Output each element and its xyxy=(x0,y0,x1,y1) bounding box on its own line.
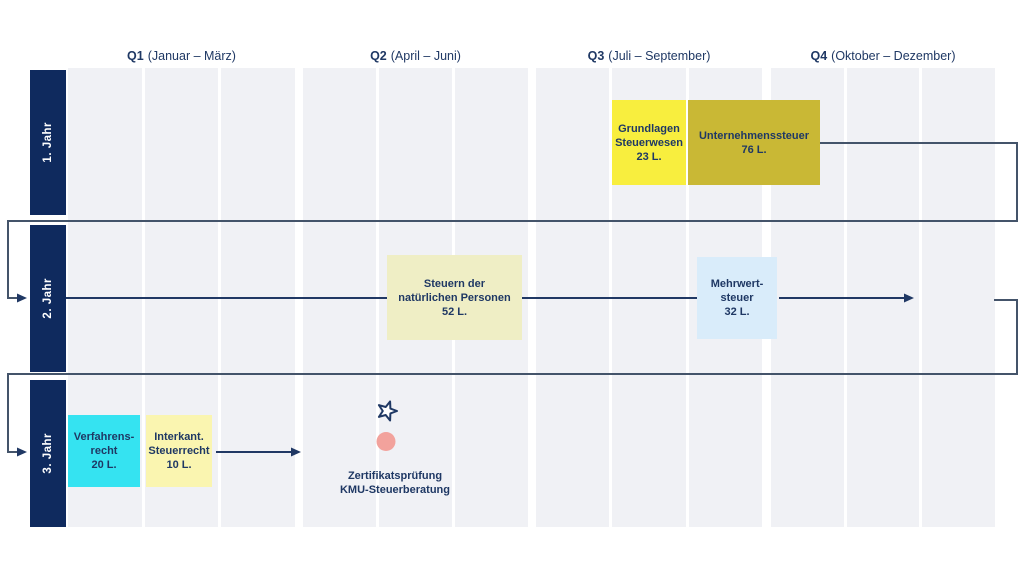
course-name: Steuern der natürlichen Personen xyxy=(398,277,511,304)
month-column xyxy=(846,68,920,527)
course-name: Unternehmenssteuer xyxy=(698,129,810,142)
month-column xyxy=(922,68,996,527)
quarter-q3: Q3 xyxy=(587,49,605,63)
year-bar-1: 1. Jahr xyxy=(30,70,66,215)
year-label-2: 2. Jahr xyxy=(42,278,54,319)
course-lessons: 20 L. xyxy=(91,459,117,471)
quarter-range-q3: (Juli – September) xyxy=(608,49,711,63)
month-column xyxy=(536,68,610,527)
year-bar-2: 2. Jahr xyxy=(30,225,66,372)
quarter-q2: Q2 xyxy=(370,49,387,63)
course-name: Interkant. Steuerrecht xyxy=(148,431,210,457)
quarter-label-q4: Q4(Oktober – Dezember) xyxy=(771,49,995,65)
quarter-range-q1: (Januar – März) xyxy=(147,49,236,63)
year-bar-3: 3. Jahr xyxy=(30,380,66,527)
course-name: Mehrwert- steuer xyxy=(710,278,764,304)
quarter-range-q2: (April – Juni) xyxy=(390,49,461,63)
course-verfahrensrecht: Verfahrens- recht 20 L. xyxy=(68,415,140,487)
milestone-caption: Zertifikatsprüfung KMU-Steuerberatung xyxy=(339,470,450,496)
quarter-q1: Q1 xyxy=(127,49,144,63)
course-unternehmenssteuer: Unternehmenssteuer 76 L. xyxy=(688,100,820,185)
month-column xyxy=(303,68,376,527)
year-label-1: 1. Jahr xyxy=(42,122,54,163)
quarter-label-q3: Q3(Juli – September) xyxy=(536,49,762,65)
course-mehrwertsteuer: Mehrwert- steuer 32 L. xyxy=(697,257,777,339)
course-lessons: 23 L. xyxy=(636,150,662,163)
year-label-3: 3. Jahr xyxy=(42,433,54,474)
course-lessons: 32 L. xyxy=(724,306,750,318)
course-interkantonales-steuerrecht: Interkant. Steuerrecht 10 L. xyxy=(146,415,212,487)
quarter-q4: Q4 xyxy=(810,49,828,63)
quarter-label-q2: Q2(April – Juni) xyxy=(303,49,528,65)
course-steuern-natuerliche-personen: Steuern der natürlichen Personen 52 L. xyxy=(387,255,522,340)
course-grundlagen-steuerwesen: Grundlagen Steuerwesen 23 L. xyxy=(612,100,686,185)
quarter-range-q4: (Oktober – Dezember) xyxy=(831,49,956,63)
course-name: Grundlagen Steuerwesen xyxy=(615,122,683,149)
month-column xyxy=(221,68,296,527)
course-lessons: 76 L. xyxy=(741,143,767,156)
quarter-label-q1: Q1(Januar – März) xyxy=(68,49,295,65)
course-lessons: 10 L. xyxy=(166,459,192,471)
course-lessons: 52 L. xyxy=(441,305,468,318)
course-name: Verfahrens- recht xyxy=(73,431,135,457)
